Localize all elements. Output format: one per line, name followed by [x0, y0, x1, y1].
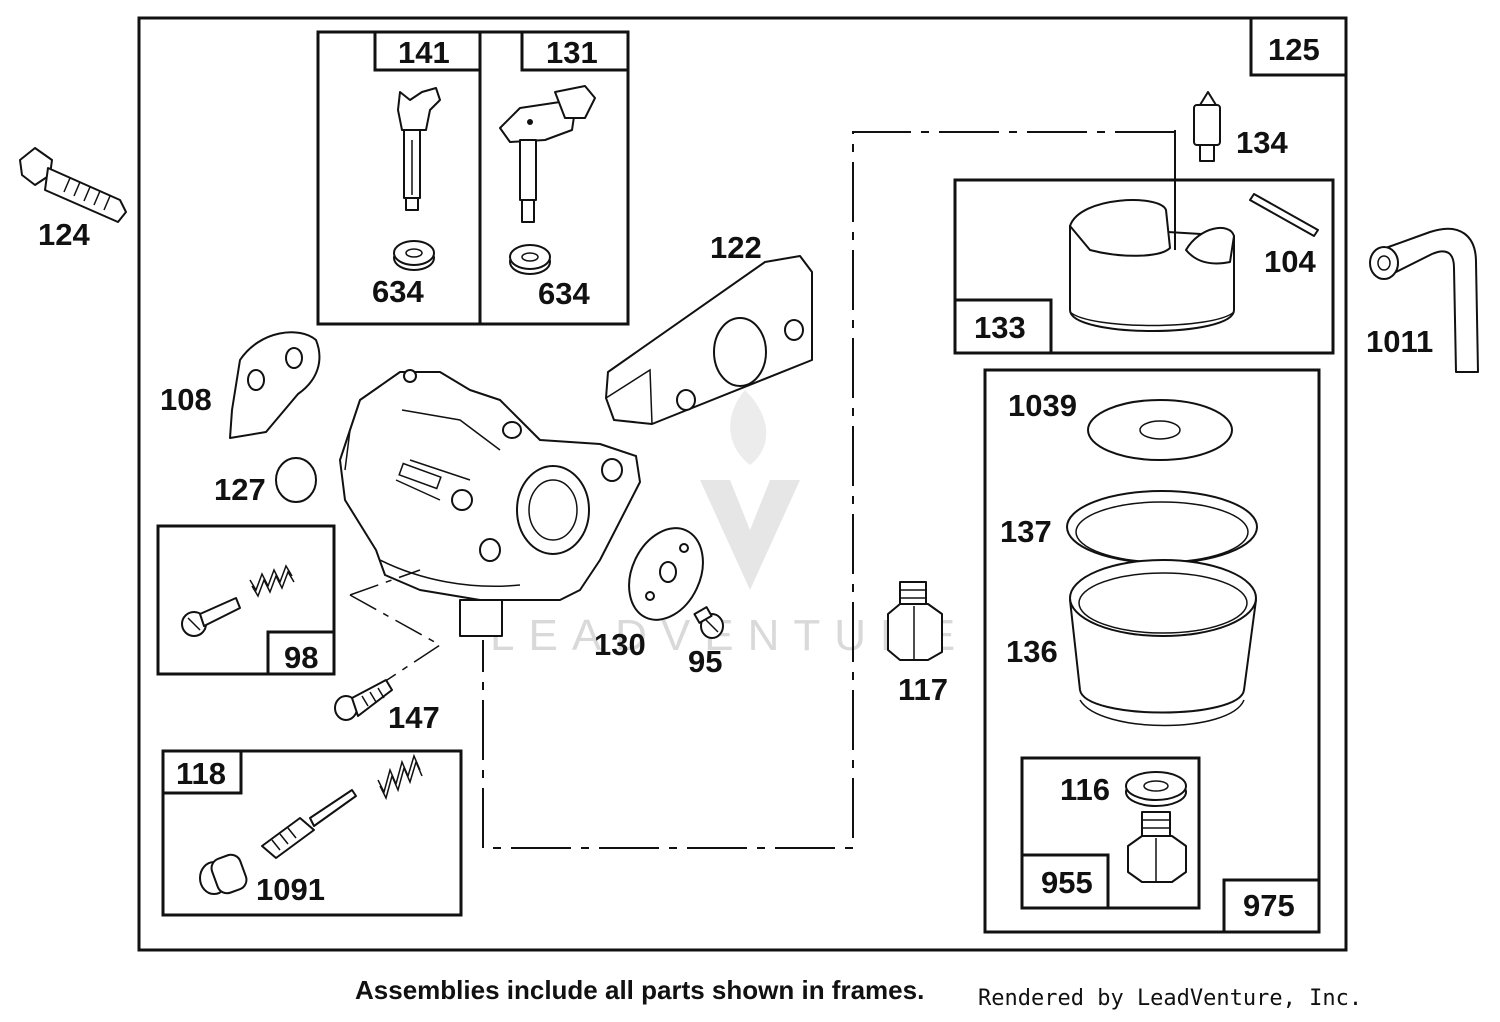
- label-141: 141: [398, 35, 450, 70]
- frame-98: [156, 524, 336, 676]
- plate-108: [229, 331, 321, 439]
- frame-118: [161, 749, 463, 917]
- label-634-a: 634: [372, 274, 424, 309]
- choke-shaft-141: [397, 87, 441, 211]
- diaphragm-1039: [1087, 399, 1233, 461]
- label-104: 104: [1264, 244, 1316, 279]
- spacer-122: [605, 255, 813, 425]
- label-955: 955: [1041, 865, 1093, 900]
- label-117: 117: [898, 672, 948, 707]
- label-134: 134: [1236, 125, 1288, 160]
- nut-955: [1127, 811, 1187, 883]
- washer-116: [1125, 771, 1187, 807]
- diaphragm-130: [628, 527, 704, 621]
- main-frame: [137, 16, 1348, 952]
- label-133: 133: [974, 310, 1026, 345]
- label-box-98: [266, 630, 336, 676]
- pin-104: [1249, 193, 1319, 237]
- gasket-137: [1066, 490, 1258, 564]
- label-127: 127: [214, 472, 266, 507]
- label-box-131: [520, 30, 630, 72]
- frame-955: [1020, 756, 1201, 910]
- label-125: 125: [1268, 32, 1320, 67]
- idle-screw-98: [181, 564, 295, 637]
- label-136: 136: [1006, 634, 1058, 669]
- label-box-141: [373, 30, 482, 72]
- label-98: 98: [284, 640, 318, 675]
- render-credit: Rendered by LeadVenture, Inc.: [978, 986, 1363, 1011]
- label-116: 116: [1060, 772, 1110, 807]
- screw-147: [334, 679, 393, 721]
- label-box-133: [953, 298, 1053, 355]
- label-box-975: [1222, 878, 1321, 934]
- connector-line: [482, 131, 1175, 849]
- label-118: 118: [176, 756, 226, 791]
- label-634-b: 634: [538, 276, 590, 311]
- inlet-needle-134: [1193, 91, 1221, 162]
- label-1011: 1011: [1366, 324, 1433, 359]
- carburetor-body: [339, 369, 641, 637]
- float-bowl-136: [1069, 559, 1257, 727]
- throttle-shaft-131: [499, 85, 596, 223]
- bolt-124: [19, 147, 127, 223]
- label-95: 95: [688, 644, 722, 679]
- label-122: 122: [710, 230, 762, 265]
- label-137: 137: [1000, 514, 1052, 549]
- plug-127: [275, 457, 317, 503]
- bowl-nut-117: [887, 581, 943, 661]
- washer-634-a: [393, 240, 435, 271]
- label-975: 975: [1243, 888, 1295, 923]
- frame-133: [953, 178, 1335, 355]
- frame-975: [983, 368, 1321, 934]
- label-130: 130: [594, 627, 646, 662]
- watermark: LEADVENTURE: [490, 390, 969, 660]
- float-133: [1069, 130, 1235, 332]
- label-box-118: [161, 749, 243, 795]
- watermark-text: LEADVENTURE: [490, 611, 969, 660]
- label-1091: 1091: [256, 872, 325, 907]
- label-124: 124: [38, 217, 90, 252]
- screw-95: [693, 606, 724, 639]
- fuel-line-1011: [1369, 227, 1479, 373]
- label-108: 108: [160, 382, 212, 417]
- label-131: 131: [546, 35, 598, 70]
- washer-634-b: [509, 244, 551, 275]
- label-147: 147: [388, 700, 440, 735]
- label-box-955: [1020, 853, 1110, 910]
- assemblies-note: Assemblies include all parts shown in fr…: [355, 975, 925, 1005]
- label-1039: 1039: [1008, 388, 1077, 423]
- label-box-125: [1249, 16, 1348, 77]
- mixture-screw-1091: [199, 753, 423, 895]
